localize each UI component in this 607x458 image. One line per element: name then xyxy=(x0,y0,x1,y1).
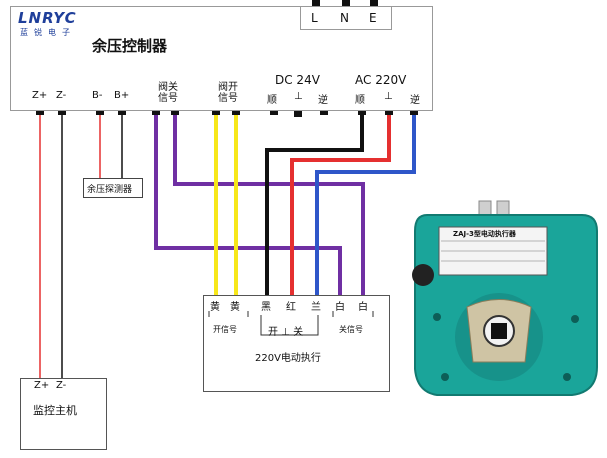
terminal-screws xyxy=(36,0,418,117)
terminal-z-minus-label: Z- xyxy=(56,90,67,101)
power-label-e: E xyxy=(369,11,377,25)
wire-ac-ccw-blue xyxy=(315,112,416,295)
dc-24v-label: DC 24V xyxy=(275,73,320,87)
ac-cw-label: 顺 xyxy=(355,95,365,106)
brand-subtitle: 蓝锐电子 xyxy=(20,28,76,37)
monitor-z-minus-label: Z- xyxy=(56,380,67,391)
actuator-photo: ZAJ-3型电动执行器 xyxy=(407,197,603,407)
actuator-wire-label-2: 黄 xyxy=(230,302,240,313)
wire-ac-cw-black xyxy=(265,112,364,295)
actuator-close-signal-label: 关信号 xyxy=(339,325,363,334)
power-label-l: L xyxy=(311,11,318,25)
dc-ccw-label: 逆 xyxy=(318,95,328,106)
ac-ccw-label: 逆 xyxy=(410,95,420,106)
actuator-wire-label-6: 白 xyxy=(335,302,345,313)
monitor-host-label: 监控主机 xyxy=(33,404,77,417)
terminal-b-plus-label: B+ xyxy=(114,90,130,101)
terminal-valve-close-label: 阀关信号 xyxy=(158,82,178,104)
actuator-wire-label-5: 兰 xyxy=(311,302,321,313)
brand-logo: LNRYC xyxy=(18,9,77,27)
actuator-open-signal-label: 开信号 xyxy=(213,325,237,334)
power-terminal-strip xyxy=(300,6,392,30)
wire-close-signal-1 xyxy=(154,112,342,295)
monitor-host-box xyxy=(20,378,107,450)
controller-title: 余压控制器 xyxy=(92,37,168,55)
actuator-box xyxy=(203,295,390,392)
pressure-sensor-label: 余压探测器 xyxy=(87,185,133,195)
actuator-wire-label-3: 黑 xyxy=(261,302,271,313)
actuator-wire-label-4: 红 xyxy=(286,302,296,313)
actuator-device-image xyxy=(412,200,598,396)
actuator-title: 220V电动执行 xyxy=(255,353,321,364)
actuator-wire-label-7: 白 xyxy=(358,302,368,313)
ac-220v-label: AC 220V xyxy=(355,73,407,87)
terminal-z-plus-label: Z+ xyxy=(32,90,48,101)
dc-gnd-label: ⊥ xyxy=(294,91,303,102)
ac-gnd-label: ⊥ xyxy=(384,91,393,102)
actuator-open-close-label: 开 ⊥ 关 xyxy=(268,327,304,338)
monitor-z-plus-label: Z+ xyxy=(34,380,50,391)
terminal-valve-open-label: 阀开信号 xyxy=(218,82,238,104)
dc-cw-label: 顺 xyxy=(267,95,277,106)
pressure-sensor-box xyxy=(83,178,143,198)
power-label-n: N xyxy=(340,11,349,25)
terminal-b-minus-label: B- xyxy=(92,90,103,101)
actuator-photo-title: ZAJ-3型电动执行器 xyxy=(453,230,516,238)
wire-ac-gnd-red xyxy=(290,112,391,295)
actuator-brackets xyxy=(208,311,374,336)
actuator-wire-label-1: 黄 xyxy=(210,302,220,313)
